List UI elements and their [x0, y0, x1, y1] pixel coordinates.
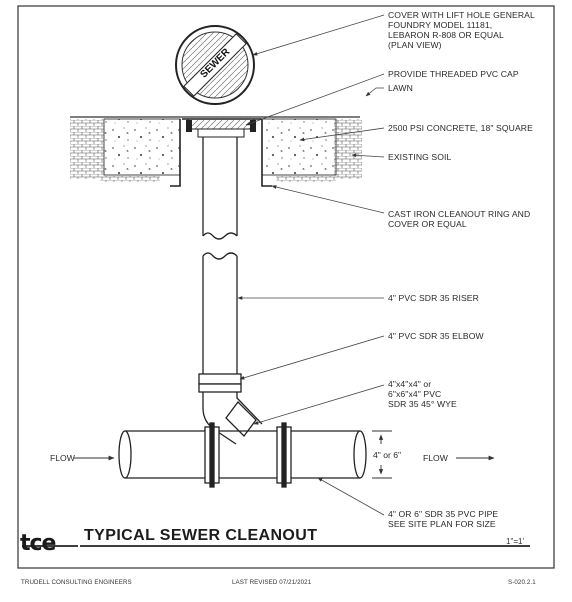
concrete-collar [103, 118, 337, 176]
flow-right-label: FLOW [423, 453, 448, 463]
label-ring: CAST IRON CLEANOUT RING AND COVER OR EQU… [388, 209, 531, 229]
threaded-cap [186, 118, 256, 138]
riser-pipe [202, 137, 238, 374]
label-concrete: 2500 PSI CONCRETE, 18" SQUARE [388, 123, 533, 133]
drawing-title: TYPICAL SEWER CLEANOUT [84, 527, 318, 544]
label-cap: PROVIDE THREADED PVC CAP [388, 69, 519, 79]
drawing-scale: 1"=1' [506, 537, 524, 546]
dimension-label: 4" or 6" [372, 450, 403, 460]
main-pipe [118, 422, 367, 488]
label-riser: 4" PVC SDR 35 RISER [388, 293, 479, 303]
label-wye: 4"x4"x4" or 6"x6"x4" PVC SDR 35 45° WYE [388, 379, 457, 409]
leader-lines [237, 14, 385, 516]
pipe-dimension [372, 430, 392, 479]
cover-plan-view [175, 25, 255, 105]
label-pipe: 4" OR 6" SDR 35 PVC PIPE SEE SITE PLAN F… [388, 509, 499, 529]
flow-left-label: FLOW [50, 453, 75, 463]
label-cover: COVER WITH LIFT HOLE GENERAL FOUNDRY MOD… [388, 10, 535, 50]
footer-revised: LAST REVISED 07/21/2021 [232, 579, 312, 586]
company-logo: tce [20, 531, 56, 556]
soil-left [70, 119, 104, 179]
footer-sheet-number: S-020.2.1 [508, 579, 536, 586]
soil-right [334, 119, 362, 179]
footer-company: TRUDELL CONSULTING ENGINEERS [21, 579, 132, 586]
label-lawn: LAWN [388, 83, 413, 93]
label-elbow: 4" PVC SDR 35 ELBOW [388, 331, 484, 341]
label-soil: EXISTING SOIL [388, 152, 452, 162]
